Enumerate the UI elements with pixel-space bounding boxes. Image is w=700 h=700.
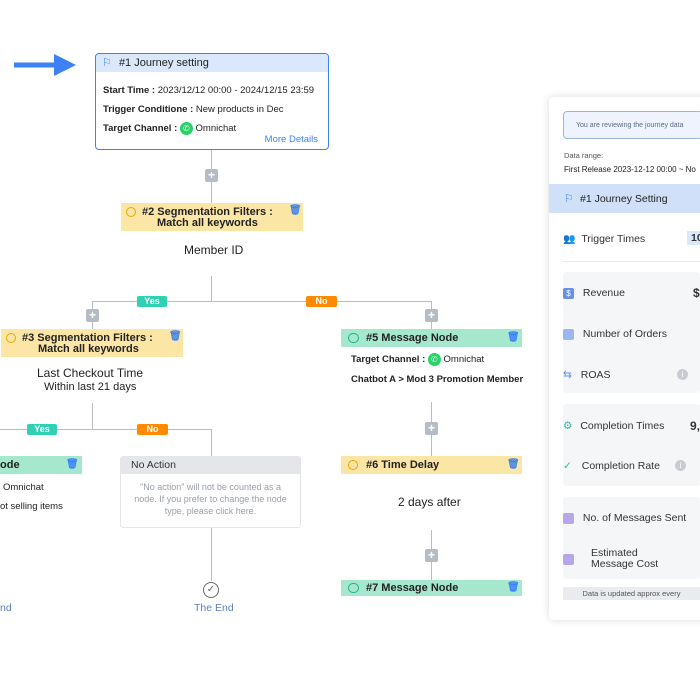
cost-icon <box>563 554 574 565</box>
add-step-button[interactable]: + <box>86 309 99 322</box>
yes-tag: Yes <box>137 296 167 307</box>
message-node-4-channel: Omnichat <box>3 482 44 493</box>
message-node-4-header[interactable]: ode 🗑 <box>0 456 82 474</box>
end-label-left: nd <box>0 602 12 614</box>
trash-icon[interactable]: 🗑 <box>507 332 520 343</box>
segmentation-filter-2-header[interactable]: #2 Segmentation Filters : Match all keyw… <box>121 203 303 231</box>
info-icon[interactable]: i <box>675 460 686 471</box>
seg3-title-line1: #3 Segmentation Filters : <box>22 332 153 344</box>
add-step-button[interactable]: + <box>425 549 438 562</box>
trigger-condition-label: Trigger Conditione : <box>103 104 194 115</box>
whatsapp-icon: ✆ <box>427 353 441 366</box>
chat-bubble-icon <box>348 333 359 343</box>
journey-setting-header: ⚐ #1 Journey setting <box>96 54 328 72</box>
flag-icon: ⚐ <box>564 193 574 205</box>
update-notice: Data is updated approx every <box>563 587 700 600</box>
message-node-5-header[interactable]: #5 Message Node 🗑 <box>341 329 522 347</box>
completion-group <box>563 404 700 486</box>
check-icon: ✓ <box>563 460 572 472</box>
info-icon[interactable]: i <box>677 369 688 380</box>
messages-sent-label: No. of Messages Sent <box>582 512 687 524</box>
no-action-title: No Action <box>121 457 300 474</box>
journey-setting-tab[interactable]: ⚐ #1 Journey Setting <box>549 184 700 213</box>
message-node-5-channel-value: Omnichat <box>443 354 485 366</box>
start-time-label: Start Time : <box>103 85 156 96</box>
journey-setting-title: #1 Journey setting <box>118 57 209 69</box>
number-of-orders-label: Number of Orders <box>582 328 667 340</box>
no-tag: No <box>137 424 168 435</box>
trigger-times-label: Trigger Times <box>581 233 646 245</box>
seg3-body-line1: Last Checkout Time <box>37 366 144 380</box>
review-notice: You are reviewing the journey data <box>563 111 700 139</box>
no-action-desc-line3: type, please click here. <box>164 506 257 516</box>
no-action-desc-line2: node. If you prefer to change the node <box>134 494 287 504</box>
update-notice-text: Data is updated approx every <box>582 589 681 598</box>
hierarchy-icon: ⚙ <box>563 420 573 432</box>
time-delay-6-header[interactable]: #6 Time Delay 🗑 <box>341 456 522 474</box>
roas-label: ROAS <box>580 369 611 381</box>
more-details-link[interactable]: More Details <box>264 134 318 145</box>
trash-icon[interactable]: 🗑 <box>507 459 520 470</box>
estimated-label-line1: Estimated <box>591 547 638 559</box>
clock-icon <box>6 333 16 343</box>
seg2-title-line1: #2 Segmentation Filters : <box>142 206 273 218</box>
seg3-body-line2: Within last 21 days <box>44 381 137 393</box>
seg2-title-line2: Match all keywords <box>157 217 258 229</box>
no-tag: No <box>306 296 337 307</box>
revenue-label: Revenue <box>582 287 625 299</box>
clock-icon <box>348 460 358 470</box>
messages-group <box>563 497 700 579</box>
data-range-value: First Release 2023-12-12 00:00 ~ No <box>564 165 696 174</box>
estimated-label-line2: Message Cost <box>591 558 659 570</box>
data-range-label: Data range: <box>564 151 604 160</box>
message-node-4-content: ot selling items <box>0 501 63 512</box>
message-node-5-channel-label: Target Channel : <box>351 354 426 366</box>
message-node-4-title: ode <box>0 459 20 471</box>
trash-icon[interactable]: 🗑 <box>289 205 302 216</box>
journey-setting-tab-label: #1 Journey Setting <box>580 193 668 205</box>
message-node-5-title: #5 Message Node <box>366 332 459 344</box>
pointer-arrow-icon <box>14 54 76 76</box>
no-action-card[interactable]: No Action "No action" will not be counte… <box>120 456 301 528</box>
dollar-icon: $ <box>563 287 574 299</box>
review-notice-text: You are reviewing the journey data <box>576 122 684 129</box>
completion-rate-label: Completion Rate <box>581 460 660 472</box>
transfer-icon: ⇆ <box>563 369 572 381</box>
trash-icon[interactable]: 🗑 <box>169 331 182 342</box>
the-end-label: The End <box>194 602 234 614</box>
segmentation-filter-3-header[interactable]: #3 Segmentation Filters : Match all keyw… <box>1 329 183 357</box>
clock-icon <box>126 207 136 217</box>
check-circle-icon: ✓ <box>203 582 219 598</box>
envelope-icon <box>563 512 574 524</box>
completion-times-label: Completion Times <box>580 420 665 432</box>
add-step-button[interactable]: + <box>205 169 218 182</box>
add-step-button[interactable]: + <box>425 422 438 435</box>
start-time-value: 2023/12/12 00:00 - 2024/12/15 23:59 <box>157 85 315 96</box>
no-action-desc-line1: "No action" will not be counted as a <box>140 482 281 492</box>
chat-bubble-icon <box>348 583 359 593</box>
cart-icon <box>563 328 574 340</box>
yes-tag: Yes <box>27 424 57 435</box>
message-node-7-header[interactable]: #7 Message Node 🗑 <box>341 580 522 596</box>
seg3-title-line2: Match all keywords <box>38 343 139 355</box>
message-node-5-content: Chatbot A > Mod 3 Promotion Member <box>351 374 524 385</box>
whatsapp-icon: ✆ <box>179 121 193 135</box>
trash-icon[interactable]: 🗑 <box>507 582 520 593</box>
target-channel-label: Target Channel : <box>103 123 178 134</box>
flag-icon: ⚐ <box>102 57 112 69</box>
trigger-condition-value: New products in Dec <box>195 104 284 115</box>
time-delay-6-body: 2 days after <box>398 495 461 509</box>
journey-setting-card[interactable]: ⚐ #1 Journey setting Start Time : 2023/1… <box>95 53 329 150</box>
time-delay-6-title: #6 Time Delay <box>366 459 440 471</box>
trigger-times-value: 10 <box>687 231 700 245</box>
message-node-7-title: #7 Message Node <box>366 582 459 594</box>
add-step-button[interactable]: + <box>425 309 438 322</box>
target-channel-value: Omnichat <box>195 123 237 134</box>
revenue-value: $ <box>693 286 700 300</box>
users-icon: 👥 <box>563 234 576 245</box>
trash-icon[interactable]: 🗑 <box>66 459 79 470</box>
seg2-body: Member ID <box>184 243 244 257</box>
completion-times-value: 9, <box>690 419 700 433</box>
